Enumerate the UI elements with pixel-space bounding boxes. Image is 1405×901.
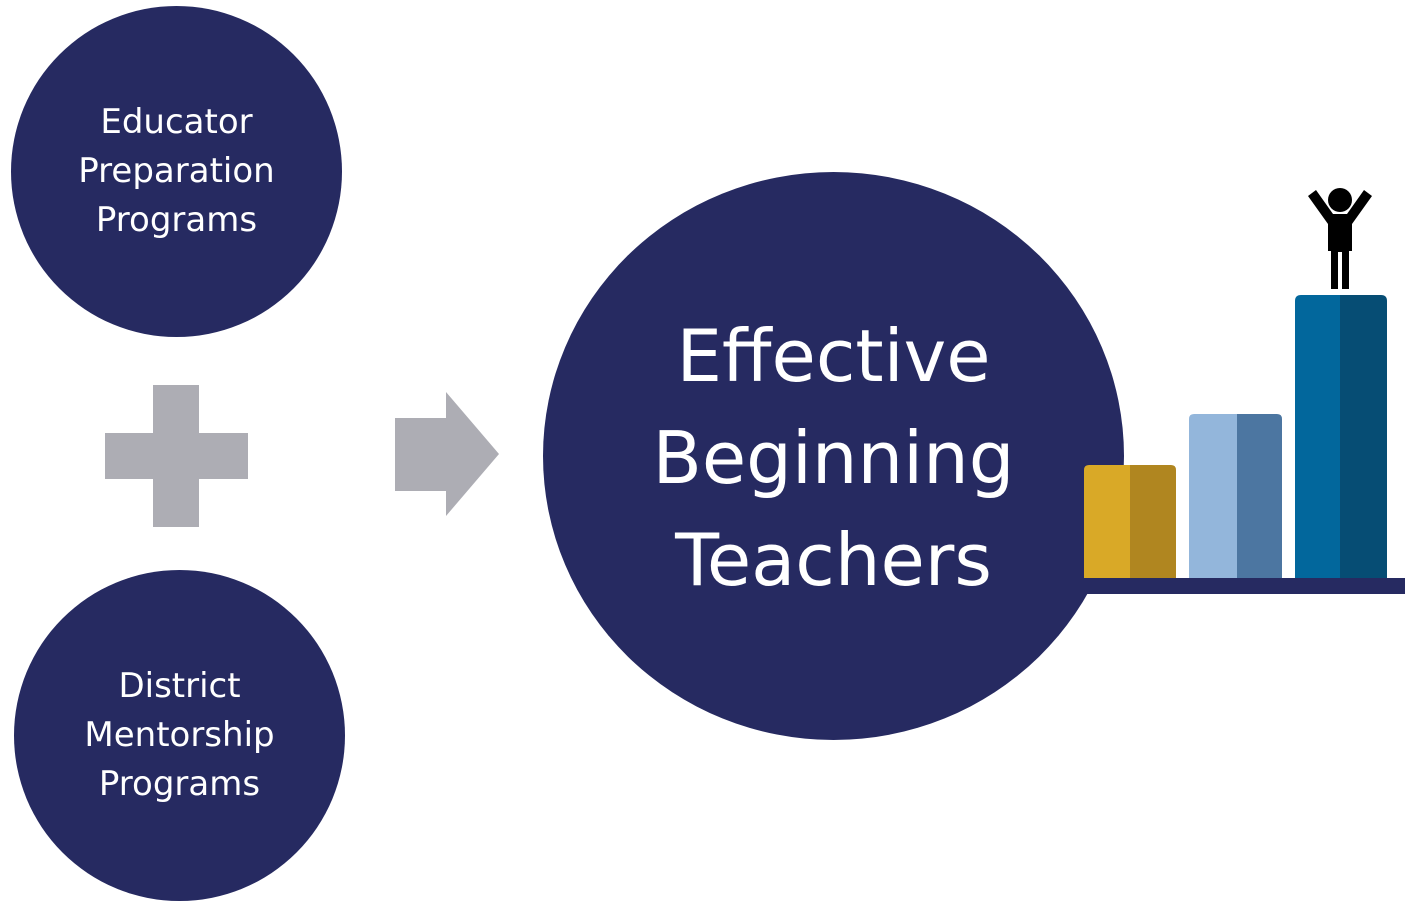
podium-bar-mid <box>1189 414 1282 578</box>
outcome-label-line: Effective <box>676 314 991 398</box>
node-label-line: Programs <box>95 200 258 240</box>
node-label-line: Educator <box>100 102 253 142</box>
podium-shelf <box>1062 578 1405 594</box>
effective-beginning-teachers-node: Effective Beginning Teachers <box>543 172 1124 740</box>
district-mentorship-programs-node: District Mentorship Programs <box>14 570 345 901</box>
node-label-line: Mentorship <box>84 715 275 755</box>
node-label-line: Preparation <box>78 151 275 191</box>
outcome-label-line: Beginning <box>652 416 1015 500</box>
outcome-label-line: Teachers <box>675 518 992 602</box>
podium-bar-low <box>1084 465 1176 578</box>
educator-preparation-programs-node: Educator Preparation Programs <box>11 6 342 337</box>
celebrating-person-icon <box>1308 188 1372 289</box>
node-label-line: District <box>118 666 241 706</box>
node-label-line: Programs <box>98 764 261 804</box>
podium-bar-high <box>1295 295 1387 578</box>
